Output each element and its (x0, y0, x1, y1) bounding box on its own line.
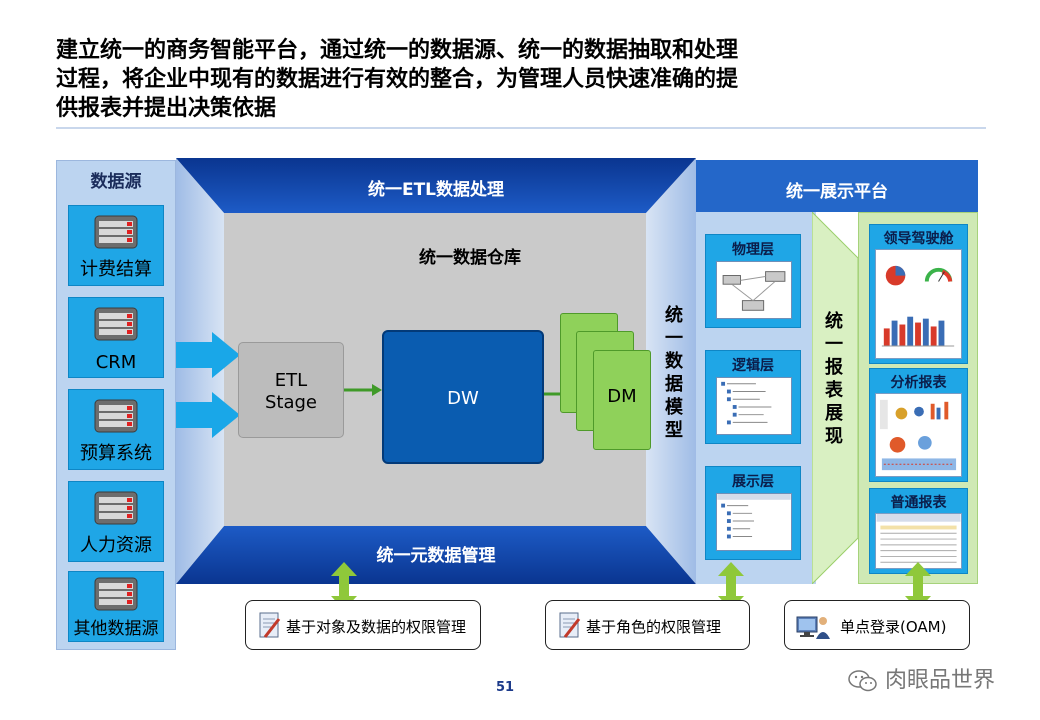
dashboard-thumbnail (875, 249, 962, 359)
database-icon (94, 491, 138, 525)
model-char: 据 (665, 374, 683, 395)
report-label: 分析报表 (890, 375, 947, 391)
data-source-label: 其他数据源 (73, 619, 159, 639)
presentation-layer-box: 展示层 (705, 466, 801, 560)
model-char: 型 (665, 420, 683, 441)
report-label: 普通报表 (890, 495, 947, 511)
user-computer-icon (796, 616, 830, 639)
standard-report-box: 普通报表 (869, 488, 968, 574)
physical-layer-diagram (716, 261, 792, 319)
permission-label: 基于角色的权限管理 (586, 618, 722, 636)
arrow-etl-to-dw-icon (344, 384, 382, 396)
permission-doc-icon (559, 612, 581, 638)
input-arrows (176, 332, 240, 438)
etl-stage-line1: ETL (274, 370, 308, 391)
watermark: 肉眼品世界 (848, 662, 995, 694)
data-source-label: 预算系统 (80, 443, 152, 464)
model-char: 数 (665, 351, 683, 372)
data-source-item: CRM (68, 297, 164, 378)
data-source-label: CRM (95, 352, 137, 373)
dashboard-box: 领导驾驶舱 (869, 224, 968, 364)
data-source-item: 人力资源 (68, 481, 164, 562)
title-line-2: 过程，将企业中现有的数据进行有效的整合，为管理人员快速准确的提 (56, 67, 739, 92)
physical-layer-box: 物理层 (705, 234, 801, 328)
etl-title: 统一ETL数据处理 (367, 180, 505, 200)
database-icon (94, 399, 138, 433)
permission-doc-icon (259, 612, 281, 638)
standard-report-thumbnail (875, 513, 962, 569)
report-char: 表 (825, 380, 843, 401)
role-permission-box: 基于角色的权限管理 (545, 600, 750, 650)
model-char: 模 (665, 397, 683, 418)
slide-title: 建立统一的商务智能平台，通过统一的数据源、统一的数据抽取和处理 过程，将企业中现… (56, 36, 936, 123)
logical-layer-box: 逻辑层 (705, 350, 801, 444)
layer-label: 逻辑层 (732, 358, 774, 374)
object-permission-box: 基于对象及数据的权限管理 (245, 600, 481, 650)
sso-box: 单点登录(OAM) (784, 600, 970, 650)
wechat-icon (848, 670, 877, 692)
title-line-1: 建立统一的商务智能平台，通过统一的数据源、统一的数据抽取和处理 (56, 38, 739, 63)
sso-label: 单点登录(OAM) (840, 618, 947, 636)
database-icon (94, 215, 138, 249)
data-source-label: 计费结算 (80, 259, 152, 280)
report-char: 统 (825, 311, 843, 332)
model-char: 一 (665, 328, 683, 349)
database-icon (94, 307, 138, 341)
warehouse-title: 统一数据仓库 (419, 248, 521, 268)
database-icon (94, 577, 138, 611)
etl-stage-line2: Stage (264, 392, 317, 413)
report-label: 领导驾驶舱 (883, 231, 954, 247)
input-arrow-icon (176, 332, 240, 378)
link-arrow-icon (718, 562, 744, 610)
presentation-layer-tree (716, 493, 792, 551)
data-source-title: 数据源 (90, 172, 142, 192)
dm-box-front: DM (593, 350, 651, 450)
report-char: 一 (825, 334, 843, 355)
input-arrow-icon (176, 392, 240, 438)
presentation-title: 统一展示平台 (786, 182, 888, 202)
data-source-label: 人力资源 (80, 535, 152, 556)
dw-box: DW (382, 330, 544, 464)
permission-label: 基于对象及数据的权限管理 (286, 618, 467, 636)
watermark-text: 肉眼品世界 (885, 668, 996, 693)
title-divider (56, 127, 986, 129)
report-presentation-label: 统 一 报 表 展 现 (823, 310, 845, 448)
data-source-item: 计费结算 (68, 205, 164, 286)
analysis-report-box: 分析报表 (869, 368, 968, 482)
report-char: 报 (825, 357, 843, 378)
presentation-header (696, 160, 978, 212)
link-arrow-icon (905, 562, 931, 610)
layer-label: 物理层 (732, 242, 774, 258)
layer-label: 展示层 (732, 474, 774, 490)
page-number: 51 (495, 680, 515, 695)
etl-stage-box: ETL Stage (238, 342, 344, 438)
data-source-item: 其他数据源 (68, 571, 164, 642)
report-char: 现 (825, 426, 843, 447)
link-arrow-icon (331, 562, 357, 610)
model-char: 统 (665, 305, 683, 326)
report-char: 展 (825, 403, 843, 424)
data-model-label: 统 一 数 据 模 型 (660, 304, 688, 442)
title-line-3: 供报表并提出决策依据 (56, 96, 277, 121)
logical-layer-tree (716, 377, 792, 435)
metadata-title: 统一元数据管理 (376, 546, 496, 566)
analysis-report-thumbnail (875, 393, 962, 477)
data-source-item: 预算系统 (68, 389, 164, 470)
